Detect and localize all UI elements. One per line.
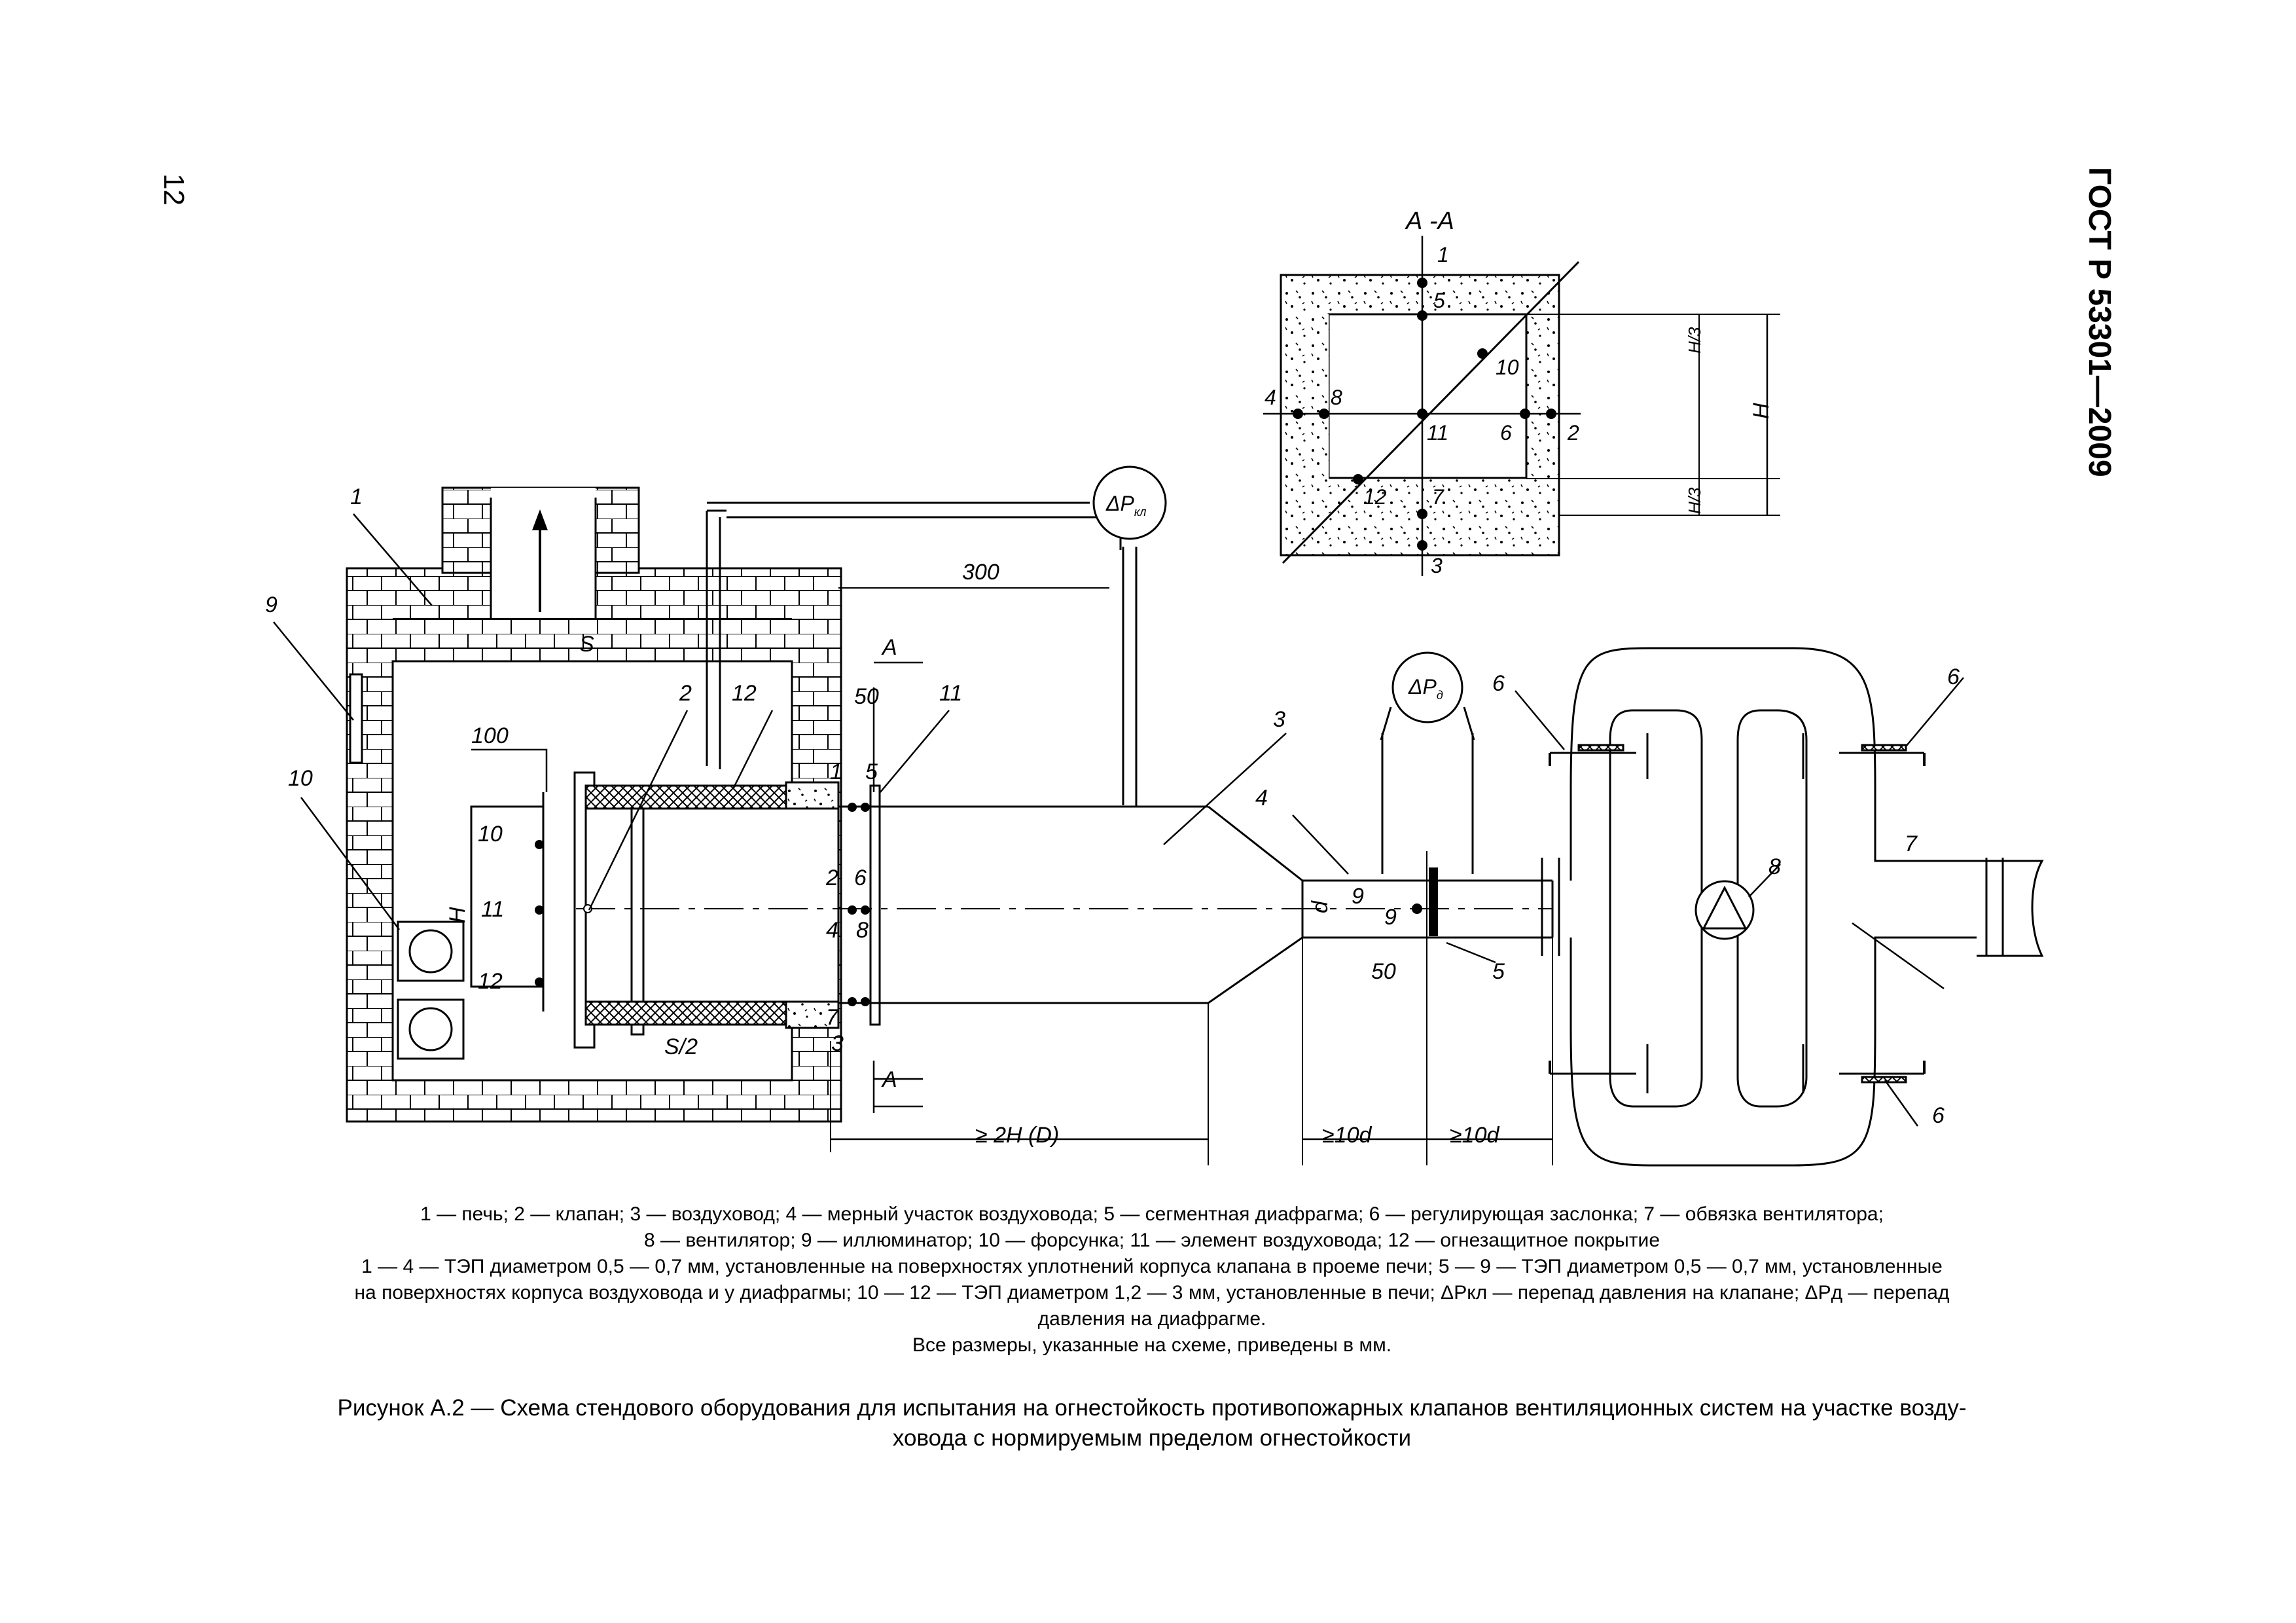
legend-line-5: давления на диафрагме. xyxy=(1037,1308,1266,1330)
label-1-sensor: 1 xyxy=(830,759,842,784)
label-2-sensor: 2 xyxy=(825,866,838,890)
figure-caption-line-1: Рисунок А.2 — Схема стендового оборудова… xyxy=(337,1395,1967,1421)
label-dp-valve: ΔPкл xyxy=(1105,492,1146,519)
section-h3-top-label: H/3 xyxy=(1685,327,1704,354)
sensor-markers xyxy=(535,803,1422,1006)
label-6-sensor: 6 xyxy=(854,866,867,890)
label-9-diaphragm: 9 xyxy=(1384,905,1397,930)
label-3-duct: 3 xyxy=(1273,707,1285,732)
section-h3-bottom-label: H/3 xyxy=(1685,487,1704,514)
label-dp-diaphragm: ΔPд xyxy=(1408,675,1443,702)
label-11-duct-element: 11 xyxy=(939,681,962,706)
label-9-sensor: 9 xyxy=(1352,884,1364,909)
main-drawing-labels: 1 9 10 S 2 12 11 300 А 50 100 10 11 12 H… xyxy=(265,484,1960,1148)
section-inner-duct xyxy=(1327,313,1528,479)
label-8-fan: 8 xyxy=(1768,854,1781,879)
section-a-a: H H/3 H/3 xyxy=(1263,236,1780,576)
section-label-8: 8 xyxy=(1331,386,1342,409)
label-2h: ≥ 2H (D) xyxy=(975,1123,1059,1148)
valve-and-duct xyxy=(470,465,1553,1165)
section-title: А -А xyxy=(1405,208,1454,235)
label-10d-right: ≥10d xyxy=(1450,1123,1499,1148)
figure-caption: Рисунок А.2 — Схема стендового оборудова… xyxy=(249,1393,2055,1453)
label-7-sensor: 7 xyxy=(826,1005,839,1030)
label-d: d xyxy=(1308,900,1333,913)
section-sensor-dots xyxy=(1293,278,1556,551)
label-11-sensor: 11 xyxy=(481,897,504,922)
section-label-5: 5 xyxy=(1433,289,1445,312)
section-label-7: 7 xyxy=(1432,485,1444,509)
fan-loop xyxy=(1541,647,2044,1167)
legend: 1 — печь; 2 — клапан; 3 — воздуховод; 4 … xyxy=(249,1201,2055,1359)
label-300: 300 xyxy=(962,560,999,585)
label-cut-a-top: А xyxy=(881,635,897,660)
label-5-sensor: 5 xyxy=(865,759,878,784)
legend-line-1: 1 — печь; 2 — клапан; 3 — воздуховод; 4 … xyxy=(420,1203,1884,1225)
label-6-top-left: 6 xyxy=(1492,671,1505,696)
legend-line-3: 1 — 4 — ТЭП диаметром 0,5 — 0,7 мм, уста… xyxy=(361,1256,1943,1277)
label-4-sensor: 4 xyxy=(826,918,838,943)
label-s: S xyxy=(579,632,594,657)
section-label-1: 1 xyxy=(1437,243,1449,266)
label-6-top-right: 6 xyxy=(1947,665,1960,689)
label-9-window: 9 xyxy=(265,593,278,617)
label-12-sensor: 12 xyxy=(478,969,503,994)
leader-lines xyxy=(273,513,1964,1127)
label-8-sensor: 8 xyxy=(856,918,869,943)
label-4-measure: 4 xyxy=(1255,786,1268,811)
section-label-4: 4 xyxy=(1265,386,1276,409)
label-7-loop: 7 xyxy=(1905,831,1918,856)
section-label-11: 11 xyxy=(1427,421,1448,445)
label-10-burner: 10 xyxy=(288,766,313,791)
label-5-diaphragm: 5 xyxy=(1492,959,1505,984)
legend-line-4: на поверхностях корпуса воздуховода и у … xyxy=(354,1282,1950,1304)
label-100: 100 xyxy=(471,723,509,748)
section-number-labels: А -А 1 5 10 4 8 11 6 2 12 7 3 xyxy=(1265,208,1579,577)
figure-caption-line-2: ховода с нормируемым пределом огнестойко… xyxy=(892,1425,1412,1451)
label-2-valve: 2 xyxy=(679,681,692,706)
label-3-sensor: 3 xyxy=(831,1031,844,1056)
label-10d-left: ≥10d xyxy=(1322,1123,1372,1148)
legend-line-2: 8 — вентилятор; 9 — иллюминатор; 10 — фо… xyxy=(643,1230,1660,1251)
label-cut-a-bottom: А xyxy=(881,1067,897,1092)
section-label-6: 6 xyxy=(1500,421,1512,445)
label-10-sensor: 10 xyxy=(478,822,503,847)
legend-line-6: Все размеры, указанные на схеме, приведе… xyxy=(912,1334,1392,1356)
label-12-coating: 12 xyxy=(732,681,757,706)
section-h-label: H xyxy=(1749,403,1774,419)
label-1-furnace: 1 xyxy=(350,484,363,509)
section-label-3: 3 xyxy=(1431,554,1443,577)
label-50-diaphragm: 50 xyxy=(1371,959,1396,984)
section-label-10: 10 xyxy=(1496,356,1519,379)
section-label-2: 2 xyxy=(1567,421,1579,445)
label-s-half: S/2 xyxy=(664,1034,698,1059)
section-diagonal xyxy=(1282,261,1580,564)
label-h-furnace: H xyxy=(445,907,470,923)
label-6-bottom-right: 6 xyxy=(1932,1103,1945,1128)
label-50-top: 50 xyxy=(854,684,879,709)
section-label-12: 12 xyxy=(1363,485,1387,509)
